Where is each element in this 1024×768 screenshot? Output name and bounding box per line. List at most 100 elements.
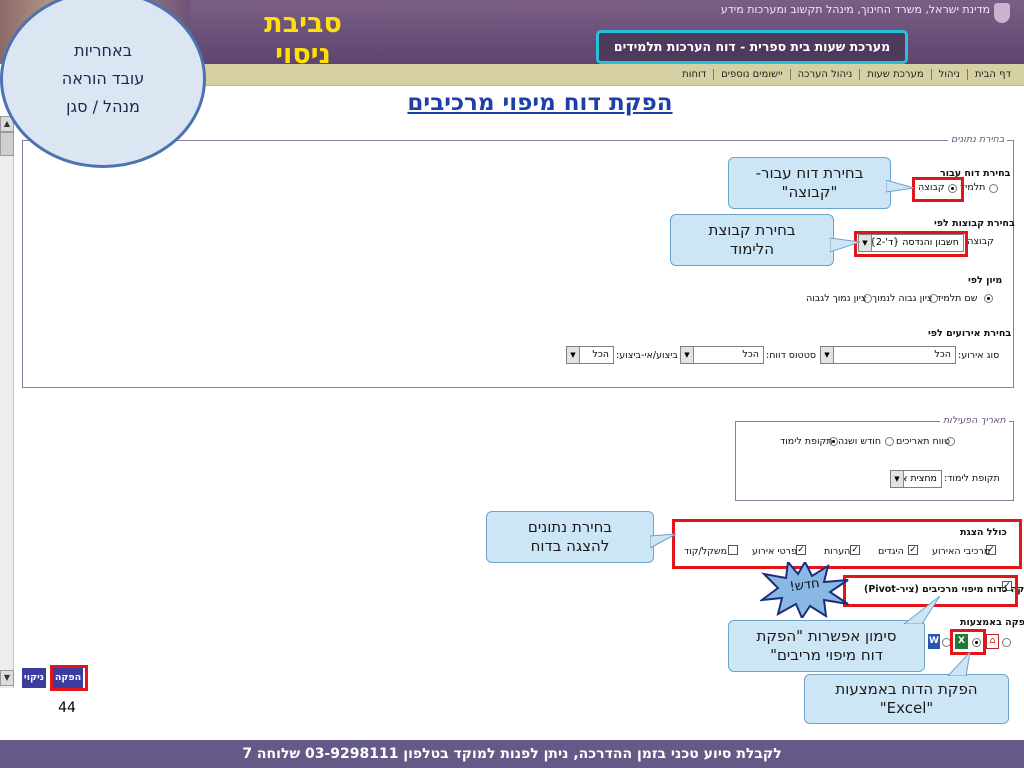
include-label: כולל הצגת <box>960 527 1007 538</box>
chk-weight-code[interactable] <box>728 545 738 555</box>
report-status-value: הכל <box>742 349 759 360</box>
pdf-icon: ⌂ <box>986 634 999 649</box>
radio-output-pdf[interactable] <box>1002 638 1011 647</box>
chk-event-details[interactable]: ✓ <box>796 545 806 555</box>
report-title: מערכת שעות בית ספרית - דוח הערכות תלמידי… <box>596 30 908 64</box>
word-icon: W <box>928 634 940 649</box>
callout-excel: הפקת הדוח באמצעות "Excel" <box>804 674 1009 724</box>
report-status-label: סטטוס דווח: <box>766 350 817 361</box>
radio-sort-name[interactable] <box>984 294 993 303</box>
chk-notes[interactable]: ✓ <box>850 545 860 555</box>
callout-report-for-pointer <box>886 180 914 193</box>
sort-label: מיון לפי <box>968 275 1003 286</box>
callout-report-for: בחירת דוח עבור- "קבוצה" <box>728 157 891 209</box>
ministry-text: מדינת ישראל, משרד החינוך, מינהל תקשוב ומ… <box>720 3 990 16</box>
period-select[interactable]: ▼ מחצית א' <box>890 470 942 488</box>
slide-number: 44 <box>58 700 76 716</box>
callout-pivot: סימון אפשרות "הפקת דוח מיפוי מריבים" <box>728 620 925 672</box>
radio-study-period[interactable] <box>829 437 838 446</box>
radio-sort-name-label: שם תלמיד <box>936 293 978 304</box>
chk-weight-code-label: משקל/קוד <box>684 546 728 557</box>
produce-button[interactable]: הפקה <box>53 668 83 688</box>
radio-sort-high-low[interactable] <box>929 294 938 303</box>
nav-home[interactable]: דף הבית <box>966 69 1018 80</box>
chk-event-components-label: מרכיבי האירוע <box>932 546 991 557</box>
role-line-1: באחריות <box>74 41 132 60</box>
nav-apps[interactable]: יישומים נוספים <box>713 69 789 80</box>
role-line-2: עובד הוראה <box>61 69 145 88</box>
group-field-label: קבוצה: <box>964 236 994 247</box>
scroll-thumb[interactable] <box>0 132 14 156</box>
nav-timetable[interactable]: מערכת שעות <box>859 69 930 80</box>
cancel-label: ביצוע/אי-ביצוע: <box>616 350 678 361</box>
radio-output-excel[interactable] <box>972 638 981 647</box>
group-select-label: בחירת קבוצות לפי <box>934 218 1015 229</box>
events-label: בחירת אירועים לפי <box>928 328 1012 339</box>
cancel-value: הכל <box>592 349 609 360</box>
radio-date-range-label: טווח תאריכים <box>896 436 951 447</box>
chk-pivot[interactable]: ✓ <box>1002 581 1012 591</box>
state-emblem-icon <box>994 3 1010 23</box>
highlight-group-select <box>854 231 968 257</box>
group-select-value: חשבון והנדסה {ד'-2} <box>869 237 959 248</box>
radio-student-label: תלמיד <box>960 182 986 193</box>
chk-statements[interactable]: ✓ <box>908 545 918 555</box>
radio-month-year-label: חודש ושנה <box>838 436 882 447</box>
role-line-3: מנהל / סגן <box>66 97 140 116</box>
output-label: הפקה באמצעות <box>960 617 1024 628</box>
report-for-label: בחירת דוח עבור <box>940 168 1011 179</box>
callout-data-display: בחירת נתונים להצגה בדוח <box>486 511 654 563</box>
excel-icon: X <box>955 634 968 649</box>
nav-reports[interactable]: דוחות <box>682 69 707 80</box>
radio-date-range[interactable] <box>946 437 955 446</box>
callout-excel-pointer <box>947 652 971 676</box>
highlight-produce <box>50 665 88 691</box>
clear-button[interactable]: ניקוי <box>22 668 46 688</box>
highlight-report-for <box>912 177 964 202</box>
chk-statements-label: היגדים <box>878 546 904 557</box>
scroll-down-icon[interactable]: ▼ <box>0 670 14 686</box>
data-selection-legend: בחירת נתונים <box>948 134 1008 145</box>
event-type-label: סוג אירוע: <box>958 350 1000 361</box>
period-value: מחצית א' <box>898 473 937 484</box>
cancel-select[interactable]: ▼ הכל <box>566 346 614 364</box>
chk-notes-label: הערות <box>824 546 851 557</box>
callout-pivot-pointer <box>903 596 940 624</box>
chk-event-components[interactable]: ✓ <box>986 545 996 555</box>
period-label: תקופת לימוד: <box>944 473 1000 484</box>
chevron-down-icon: ▼ <box>859 235 872 251</box>
footer-bar: לקבלת סיוע טכני בזמן ההדרכה, ניתן לפנות … <box>0 740 1024 768</box>
nav-management[interactable]: ניהול <box>930 69 967 80</box>
radio-sort-low-high[interactable] <box>863 294 872 303</box>
callout-group: בחירת קבוצת הלימוד <box>670 214 834 266</box>
environment-title: סביבת ניסוי <box>264 8 342 70</box>
chk-event-details-label: פרטי אירוע <box>752 546 797 557</box>
radio-study-period-label: תקופת לימוד <box>780 436 833 447</box>
mashov-logo <box>910 25 1014 63</box>
callout-data-display-pointer <box>650 533 676 549</box>
chevron-down-icon: ▼ <box>681 347 694 363</box>
radio-student[interactable] <box>989 184 998 193</box>
event-type-value: הכל <box>934 349 951 360</box>
radio-group-label: קבוצה <box>918 182 945 193</box>
role-circle: באחריות עובד הוראה מנהל / סגן <box>0 0 206 168</box>
report-status-select[interactable]: ▼ הכל <box>680 346 764 364</box>
callout-group-pointer <box>830 237 860 253</box>
radio-month-year[interactable] <box>885 437 894 446</box>
radio-sort-high-low-label: ציון גבוה לנמוך <box>872 293 933 304</box>
chevron-down-icon: ▼ <box>891 471 904 487</box>
page-title: הפקת דוח מיפוי מרכיבים <box>407 90 673 116</box>
date-legend: תאריך הפעילות <box>940 415 1009 426</box>
vertical-scrollbar[interactable]: ▲ ▼ <box>0 116 14 688</box>
main-nav: דף הבית ניהול מערכת שעות ניהול הערכה ייש… <box>190 64 1024 86</box>
nav-assessment[interactable]: ניהול הערכה <box>789 69 860 80</box>
group-select[interactable]: ▼ חשבון והנדסה {ד'-2} <box>858 234 964 252</box>
chevron-down-icon: ▼ <box>567 347 580 363</box>
date-fieldset <box>735 421 1014 501</box>
radio-group[interactable] <box>948 184 957 193</box>
radio-sort-low-high-label: ציון נמוך לגבוה <box>806 293 867 304</box>
data-selection-fieldset <box>22 140 1014 388</box>
new-badge-star-icon <box>760 562 849 618</box>
chk-pivot-label: הפקה כדוח מיפוי מרכיבים (ציר-Pivot) <box>864 584 1024 595</box>
event-type-select[interactable]: ▼ הכל <box>820 346 956 364</box>
